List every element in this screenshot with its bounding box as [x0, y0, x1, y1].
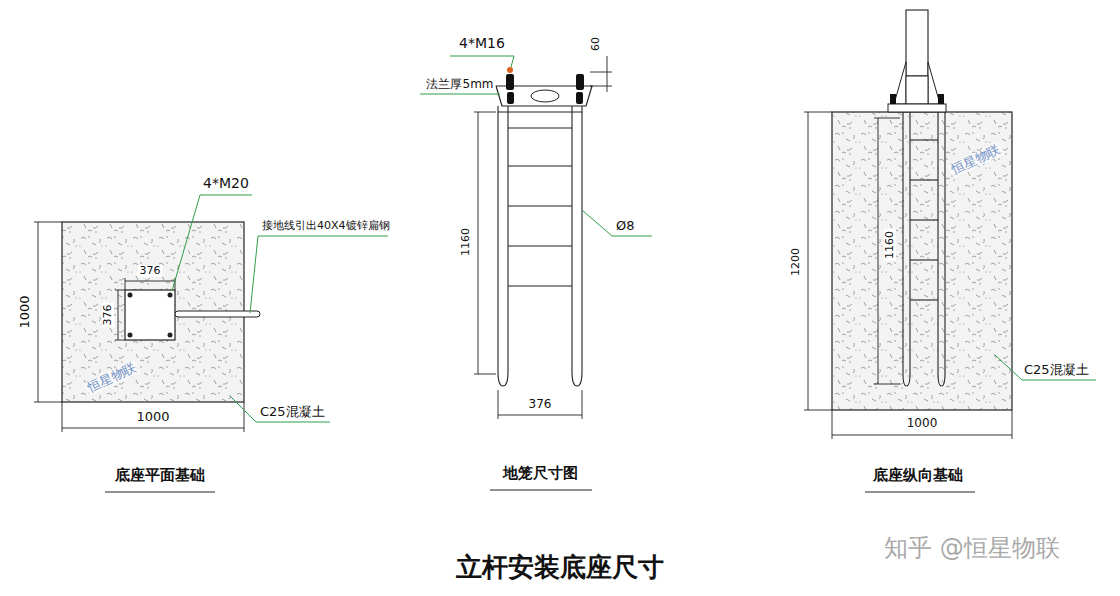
dimension-label: 376 — [527, 398, 554, 411]
view-caption: 地笼尺寸图 — [501, 465, 580, 482]
view-caption: 底座平面基础 — [113, 467, 207, 484]
caption-underline — [105, 492, 215, 493]
view-caption: 底座纵向基础 — [871, 467, 965, 484]
cage-bars — [498, 106, 582, 386]
flange-plate — [888, 104, 946, 112]
bar-diameter: Ø8 — [614, 219, 637, 233]
dimension-label: 1000 — [134, 410, 171, 424]
material-note: C25混凝土 — [1022, 363, 1091, 377]
anchor-cage — [420, 56, 652, 490]
pole-base — [906, 76, 928, 104]
cage-bars — [903, 112, 945, 386]
pole — [906, 10, 928, 76]
bolt-symbol — [576, 74, 584, 90]
cage-opening — [125, 290, 175, 340]
leader-lines — [420, 56, 652, 236]
bolt-tip — [507, 67, 513, 73]
watermark: 恒星物联 — [84, 360, 141, 397]
bolt-spec: 4*M20 — [201, 176, 251, 191]
figure-caption: 立杆安装底座尺寸 — [454, 553, 666, 582]
dimension-label: 1160 — [460, 226, 472, 258]
material-note: C25混凝土 — [258, 405, 327, 419]
dimension-label: 1200 — [790, 246, 802, 278]
dimension-label: 60 — [590, 35, 602, 53]
part-note: 接地线引出40X4镀锌扁钢 — [260, 220, 392, 232]
bolt-symbol — [128, 293, 173, 338]
part-note: 法兰厚5mm — [424, 78, 495, 91]
dimension-label: 1000 — [18, 293, 32, 330]
watermark: 恒星物联 — [948, 142, 1005, 179]
nut-symbol — [576, 92, 583, 104]
bolt-spec: 4*M16 — [457, 36, 507, 51]
nut-symbol — [938, 94, 944, 104]
leader-lines — [995, 355, 1096, 380]
dimension-lines — [34, 222, 244, 432]
ground-strip — [175, 311, 260, 317]
nut-symbol — [890, 94, 896, 104]
nut-symbol — [507, 92, 514, 104]
dimension-label: 1160 — [884, 229, 896, 261]
dimension-label: 376 — [102, 303, 114, 328]
dimension-lines — [804, 112, 1012, 439]
plan-foundation — [34, 195, 388, 492]
caption-underline — [865, 492, 975, 493]
concrete-block — [832, 112, 1012, 410]
dimension-label: 376 — [138, 265, 163, 277]
bolt-symbol — [506, 74, 514, 90]
flange-hole — [531, 90, 559, 102]
watermark: 知乎 @恒星物联 — [882, 535, 1062, 561]
dimension-lines — [474, 56, 612, 419]
section-foundation — [804, 10, 1096, 492]
dimension-label: 1000 — [905, 417, 940, 430]
caption-underline — [490, 490, 592, 491]
